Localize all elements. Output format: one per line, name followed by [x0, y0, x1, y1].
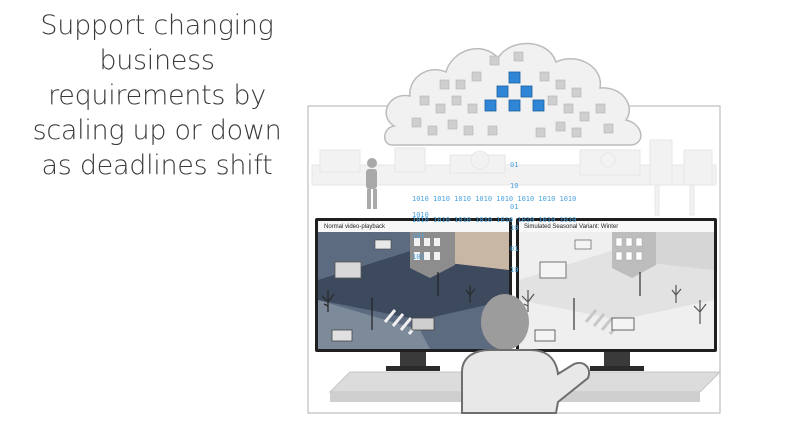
city-scene-winter [519, 232, 714, 349]
binary-column-3: 01 [510, 203, 519, 211]
binary-side-column: 1010 101 101 [412, 198, 429, 268]
headline-line-1: Support changing [40, 10, 274, 41]
binary-side-1: 1010 [412, 211, 429, 219]
headline: Support changing business requirements b… [12, 8, 302, 183]
right-monitor-label: Simulated Seasonal Variant: Winter [524, 224, 619, 230]
binary-column-1: 01 [510, 161, 519, 169]
binary-row-2: 1010 1010 1010 1010 1010 1010 1010 1010 [412, 216, 577, 224]
headline-line-3: requirements by [48, 80, 266, 111]
factory-background [311, 139, 717, 216]
binary-column-4: 10 [510, 224, 519, 232]
binary-column: 01 10 01 10 01 10 [510, 148, 518, 281]
headline-line-2: business [99, 45, 215, 76]
headline-line-5: as deadlines shift [41, 150, 273, 181]
binary-side-3: 101 [412, 253, 425, 261]
worker-figure [366, 158, 377, 209]
binary-stream: 1010 1010 1010 1010 1010 1010 1010 1010 … [412, 182, 576, 231]
left-monitor-label: Normal video-playback [324, 224, 386, 230]
binary-column-2: 10 [510, 182, 519, 190]
person-icon [461, 294, 590, 414]
binary-column-5: 01 [510, 245, 519, 253]
city-scene-normal [318, 232, 509, 349]
headline-line-4: scaling up or down [32, 115, 282, 146]
binary-row-1: 1010 1010 1010 1010 1010 1010 1010 1010 [412, 195, 577, 203]
binary-side-2: 101 [412, 232, 425, 240]
binary-column-6: 10 [510, 266, 519, 274]
active-servers-icon [484, 71, 545, 112]
cloud-icon [384, 42, 642, 146]
